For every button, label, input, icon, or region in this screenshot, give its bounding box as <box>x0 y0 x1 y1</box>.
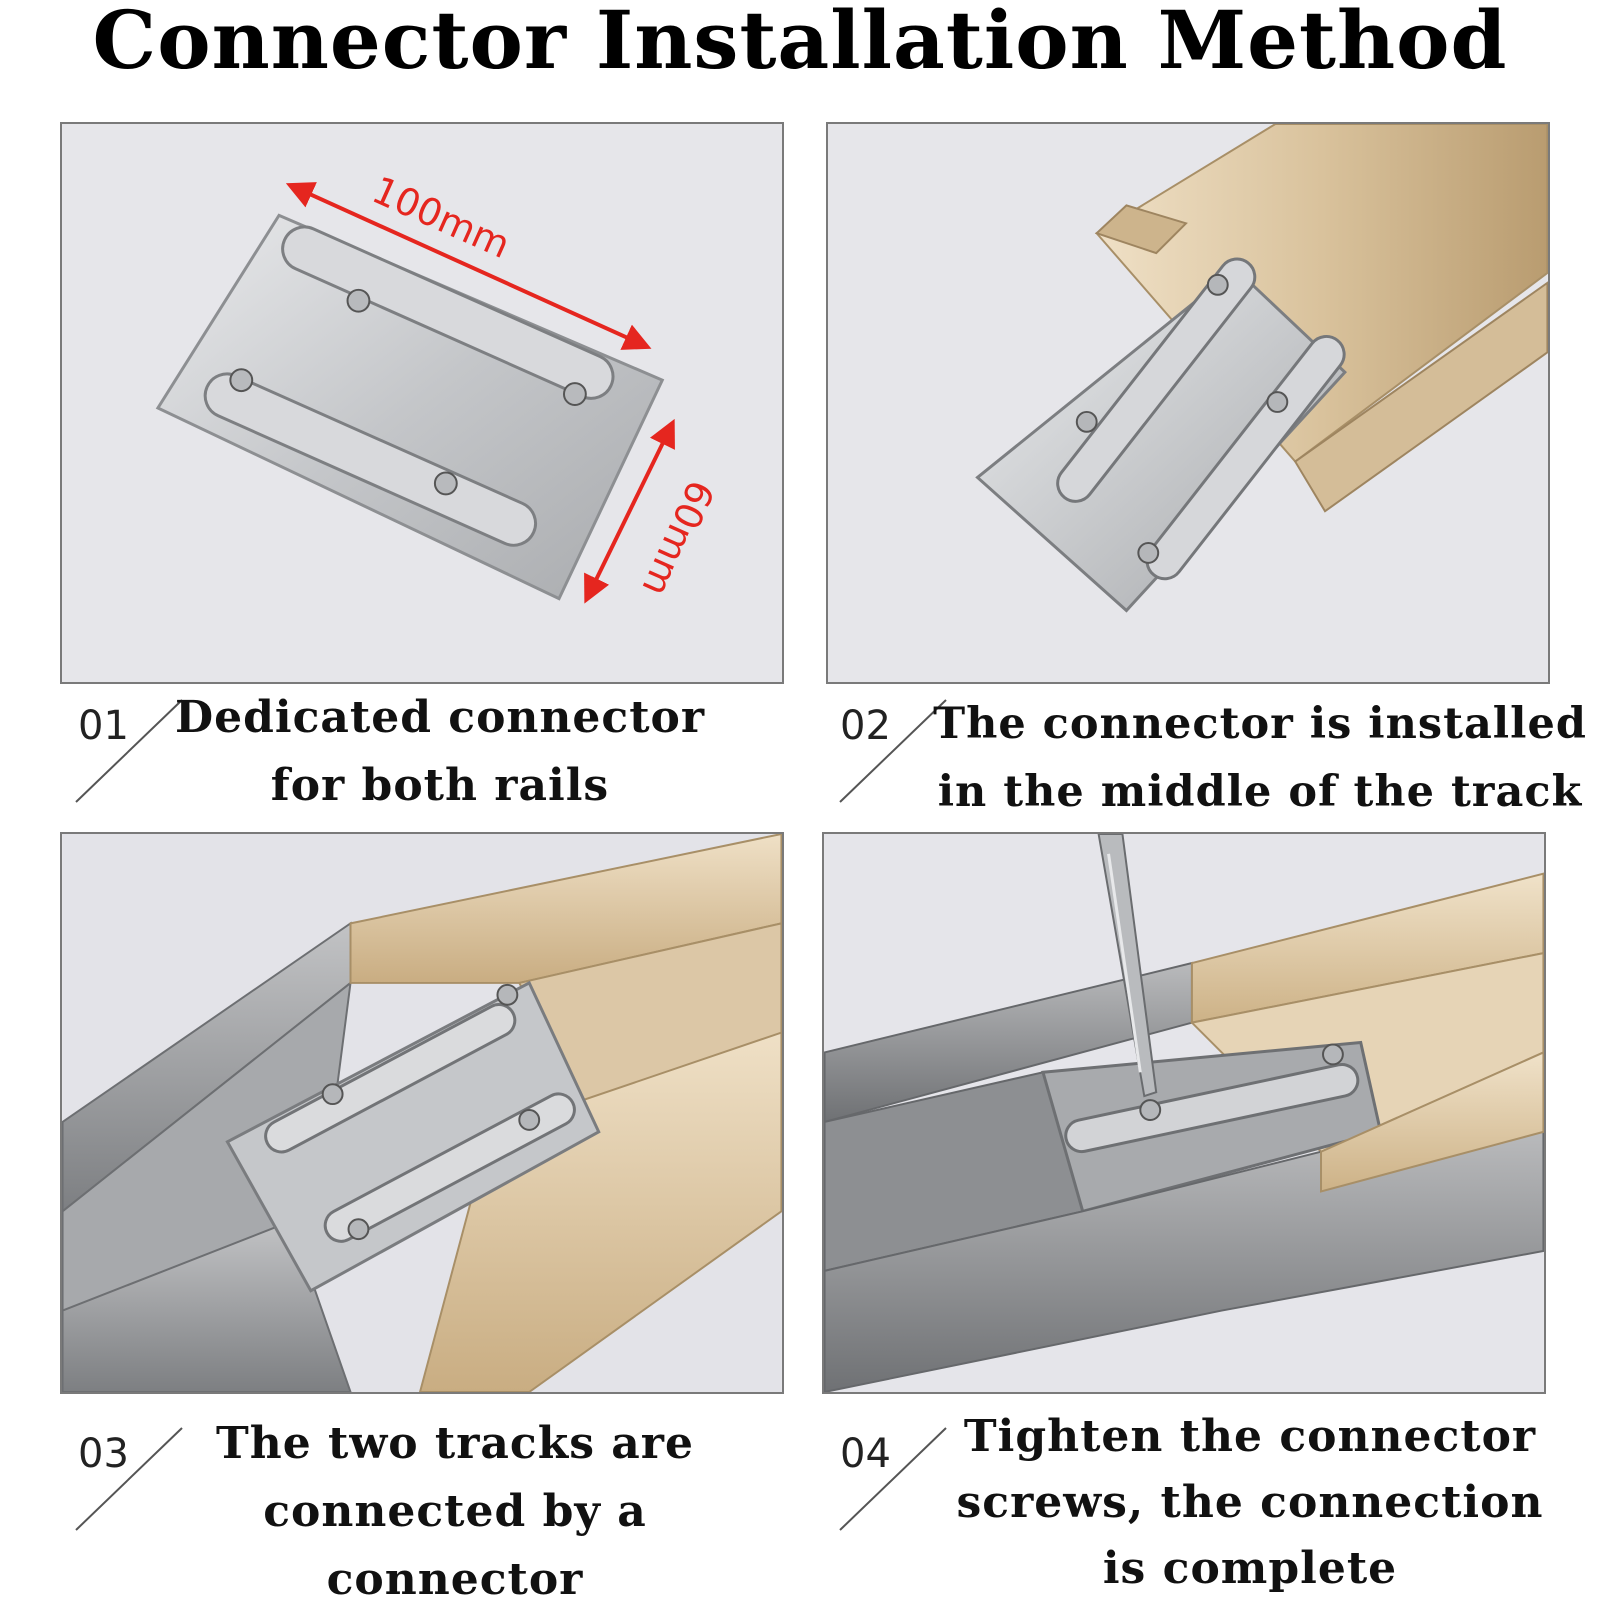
screw-icon <box>1322 1043 1344 1066</box>
divider-slash-icon <box>75 1427 183 1531</box>
step-1-number: 01 <box>78 703 129 749</box>
screw-icon <box>1137 542 1160 564</box>
divider-slash-icon <box>839 699 947 803</box>
connector-plate-illustration: 100mm 60mm <box>62 124 782 682</box>
step-2-caption: The connector is installed in the middle… <box>920 690 1600 826</box>
screwdriver-icon <box>1097 834 1158 1098</box>
connector-plate <box>975 266 1347 613</box>
step-4-caption: Tighten the connector screws, the connec… <box>930 1404 1570 1602</box>
screw-icon <box>518 1109 541 1131</box>
step-2-number: 02 <box>840 703 891 749</box>
screw-icon <box>1139 1099 1162 1121</box>
step-1-caption: Dedicated connector for both rails <box>150 684 730 820</box>
step-2-image <box>826 122 1550 684</box>
step-1-image: 100mm 60mm <box>60 122 784 684</box>
divider-slash-icon <box>75 699 183 803</box>
step-1-caption-line-2: for both rails <box>270 760 610 811</box>
step-4-caption-line-1: Tighten the connector <box>963 1411 1537 1462</box>
screw-icon <box>562 382 587 406</box>
step-4-caption-line-3: is complete <box>1102 1543 1398 1594</box>
step-2-caption-line-2: in the middle of the track <box>937 767 1583 817</box>
screw-icon <box>1075 410 1098 433</box>
screw-icon <box>1266 391 1289 413</box>
step-4-number: 04 <box>840 1431 891 1477</box>
screw-icon <box>433 471 458 496</box>
screw-icon <box>346 288 371 313</box>
connector-plate <box>225 980 601 1293</box>
step-3-caption-line-1: The two tracks are <box>216 1418 694 1469</box>
tighten-screws-illustration <box>824 834 1544 1392</box>
step-3-image <box>60 832 784 1394</box>
connector-in-track-illustration <box>828 124 1548 682</box>
screw-icon <box>321 1083 344 1106</box>
step-3-caption: The two tracks are connected by a connec… <box>140 1410 770 1614</box>
step-3-number: 03 <box>78 1431 129 1477</box>
step-3-caption-line-2: connected by a connector <box>263 1486 647 1605</box>
page-title: Connector Installation Method <box>92 0 1508 87</box>
step-1-caption-line-1: Dedicated connector <box>174 692 706 743</box>
tracks-connected-illustration <box>62 834 782 1392</box>
step-2-caption-line-1: The connector is installed <box>933 699 1587 749</box>
screw-icon <box>1206 273 1229 296</box>
step-4-image <box>822 832 1546 1394</box>
step-4-caption-line-2: screws, the connection <box>956 1477 1544 1528</box>
screw-icon <box>347 1218 370 1241</box>
divider-slash-icon <box>839 1427 947 1531</box>
length-arrow <box>285 182 652 350</box>
screw-icon <box>229 368 254 393</box>
width-arrow <box>584 418 675 604</box>
screw-icon <box>496 983 519 1006</box>
